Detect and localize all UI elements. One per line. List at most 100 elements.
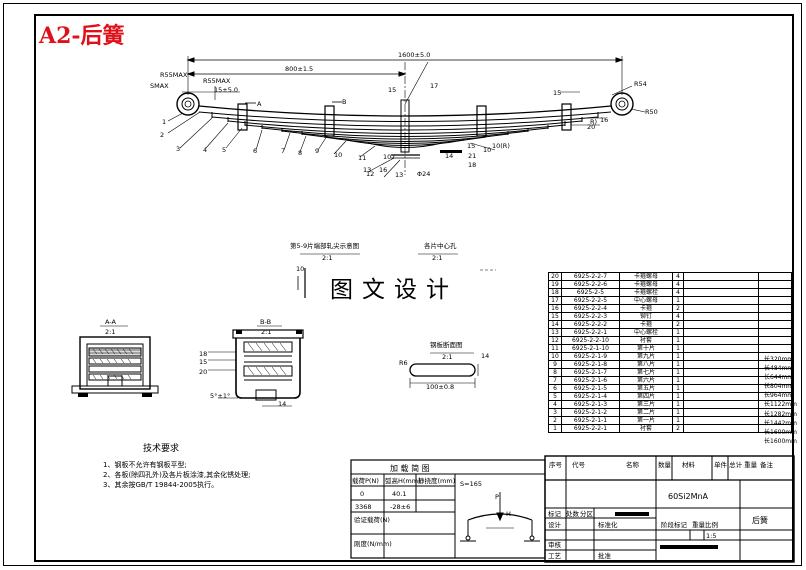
bom-cell-no: 5: [548, 392, 562, 401]
dim-107: 107: [383, 153, 395, 161]
tb-approve: 批准: [598, 551, 612, 560]
bom-cell-blank: [683, 400, 759, 409]
balloon-5: 5: [222, 146, 226, 154]
bb-dim-angle: 5°±1°: [210, 392, 230, 400]
bom-cell-qty: 1: [672, 296, 684, 305]
bom-cell-code: 6925-2-2-3: [561, 312, 620, 321]
bom-cell-blank: [758, 336, 792, 345]
bom-cell-blank: [683, 280, 759, 289]
bom-cell-name: 卡箍: [619, 320, 673, 329]
bom-cell-code: 6925-2-1-1: [561, 416, 620, 425]
sheet-title: A2-后簧: [39, 23, 125, 49]
section-mark-b: B: [342, 98, 346, 106]
bom-cell-blank: [758, 296, 792, 305]
bom-cell-name: 中心螺母: [619, 296, 673, 305]
bom-cell-name: 第三片: [619, 400, 673, 409]
bom-cell-qty: 1: [672, 384, 684, 393]
bom-cell-qty: 1: [672, 344, 684, 353]
bom-cell-blank: [758, 312, 792, 321]
bom-cell-blank: [758, 320, 792, 329]
bom-cell-no: 1: [548, 424, 562, 433]
load-p-label: P: [495, 493, 499, 501]
balloon-15: 15: [467, 142, 475, 150]
bom-cell-blank: [758, 272, 792, 281]
dim-overall-length: 1600±5.0: [398, 51, 430, 59]
bom-cell-blank: [683, 424, 759, 433]
bb-dim-14: 14: [278, 400, 286, 408]
bom-length-note: 长644mm: [764, 374, 794, 382]
dim-16: 16: [379, 166, 387, 174]
bom-cell-qty: 1: [672, 400, 684, 409]
bom-cell-blank: [683, 344, 759, 353]
bom-cell-name: 第九片: [619, 352, 673, 361]
tb-scale-value: 1:5: [706, 532, 716, 540]
bb-dim-20: 20: [199, 368, 207, 376]
bom-cell-no: 8: [548, 368, 562, 377]
bom-length-note: 长804mm: [764, 383, 794, 391]
balloon-10: 10: [334, 151, 342, 159]
tip-detail-dim: 10: [296, 265, 304, 273]
dim-10r: 10(R): [492, 142, 510, 150]
bom-cell-blank: [683, 352, 759, 361]
aa-scale: 2:1: [105, 328, 115, 336]
bom-cell-qty: 1: [672, 392, 684, 401]
dim-r50: R50: [645, 108, 658, 116]
bom-cell-blank: [758, 424, 792, 433]
bom-cell-code: 6925-2-1-2: [561, 408, 620, 417]
bom-cell-no: 17: [548, 296, 562, 305]
dim-10: 10: [483, 146, 491, 154]
bom-cell-name: 第四片: [619, 392, 673, 401]
bom-cell-blank: [683, 288, 759, 297]
balloon-13: 13: [395, 171, 403, 179]
tb-h-code: 代号: [572, 460, 586, 469]
bom-cell-name: 第二片: [619, 408, 673, 417]
tb-process: 工艺: [548, 552, 562, 560]
tip-detail-title: 第5-9片端部轧尖示意图: [290, 241, 359, 250]
bom-cell-qty: 4: [672, 280, 684, 289]
bom-cell-name: 第十片: [619, 344, 673, 353]
balloon-9: 9: [315, 147, 319, 155]
load-h2: 弧高H(mm): [385, 476, 421, 485]
bom-cell-no: 7: [548, 376, 562, 385]
bom-cell-no: 16: [548, 304, 562, 313]
bom-cell-name: 第一片: [619, 416, 673, 425]
tb-h-weight: 单件 总计 重量: [714, 460, 758, 469]
bom-cell-qty: 4: [672, 288, 684, 297]
bom-cell-qty: 1: [672, 368, 684, 377]
bom-cell-qty: 4: [672, 272, 684, 281]
tb-part-name: 后簧: [752, 515, 768, 525]
dim-rmax-left: R55MAX: [160, 71, 188, 79]
bb-title: B-B: [260, 318, 271, 326]
dim-21: 21: [468, 152, 476, 160]
balloon-4: 4: [203, 146, 207, 154]
balloon-14: 14: [445, 152, 453, 160]
bom-cell-code: 6925-2-2-6: [561, 280, 620, 289]
bom-cell-code: 6925-2-2-7: [561, 272, 620, 281]
bom-cell-name: 第五片: [619, 384, 673, 393]
bb-dim-18: 18: [199, 350, 207, 358]
dim-20: 20: [587, 123, 595, 131]
tech-note-3: 3、其余按GB/T 19844-2005执行。: [103, 481, 219, 489]
drawing-inner-border: [34, 14, 794, 562]
bom-cell-no: 4: [548, 400, 562, 409]
bom-length-note: 长1600mm: [764, 428, 797, 436]
bb-scale: 2:1: [261, 328, 271, 336]
dim-rmax-right: R55MAX: [203, 77, 231, 85]
bom-length-note: 长1122mm: [764, 401, 797, 409]
section-title: 钢板断面图: [430, 340, 463, 349]
bom-length-note: 长1600mm: [764, 437, 797, 445]
dim-smax: SMAX: [150, 82, 169, 90]
bom-cell-blank: [683, 368, 759, 377]
tb-scale-label: 比例: [705, 520, 718, 529]
load-r1-h: 40.1: [392, 490, 406, 498]
tb-stage-label: 阶段标记: [661, 520, 688, 529]
bom-cell-blank: [683, 296, 759, 305]
